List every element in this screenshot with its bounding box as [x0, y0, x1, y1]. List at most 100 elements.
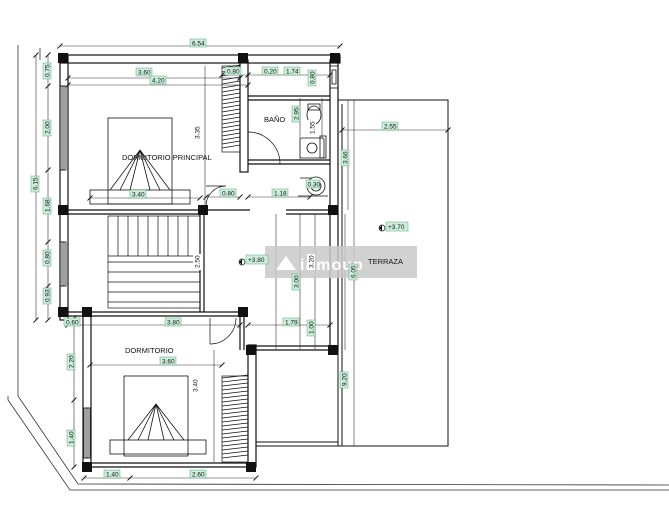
- hatch-line: [221, 390, 249, 395]
- dim-label-260-bottom: 2.60: [189, 469, 207, 479]
- hatch-line: [221, 454, 249, 459]
- wardrobe-master: [221, 65, 241, 153]
- svg-text:0.80: 0.80: [310, 71, 317, 84]
- dimension-tick: [81, 475, 87, 481]
- dim-label-335: 3.35: [193, 125, 202, 141]
- dim-label-340-bed2: 3.40: [191, 378, 200, 394]
- dim-label-200: 2.00: [42, 119, 52, 137]
- dim-label-220: 2.20: [66, 353, 76, 371]
- dimension-tick: [87, 362, 93, 368]
- svg-text:3.60: 3.60: [138, 70, 151, 77]
- hatch-line: [221, 418, 249, 423]
- hatch-line: [221, 394, 249, 399]
- hatch-line: [221, 104, 241, 109]
- dimension-tick: [327, 322, 333, 328]
- dimension-tick: [45, 167, 51, 173]
- site-boundary: [7, 45, 669, 491]
- hatch-line: [221, 430, 249, 435]
- dimension-tick: [245, 322, 251, 328]
- wardrobe-master-hatch: [221, 64, 241, 149]
- dim-label-174: 1.74: [283, 66, 301, 76]
- svg-text:9.20: 9.20: [342, 373, 349, 386]
- svg-text:3.80: 3.80: [167, 320, 180, 327]
- hatch-line: [221, 100, 241, 105]
- dim-label-100: 1.00: [306, 319, 316, 337]
- dimension-tick: [203, 194, 209, 200]
- dimension-tick: [57, 43, 63, 49]
- hatch-line: [221, 378, 249, 383]
- dimension-tick: [71, 397, 77, 403]
- room-label-master-bedroom: DORMITORIO PRINCIPAL: [122, 153, 212, 162]
- dim-label-360: 3.60: [135, 67, 153, 77]
- svg-text:4.20: 4.20: [152, 78, 165, 85]
- dimension-tick: [237, 75, 243, 81]
- dim-label-366: 3.66: [340, 149, 350, 167]
- level-label-terrace: +3.70: [385, 221, 409, 232]
- wardrobe-bedroom: [221, 375, 249, 463]
- dimension-tick: [33, 317, 39, 323]
- hatch-line: [221, 84, 241, 89]
- hatch-line: [221, 426, 249, 431]
- dimension-labels-vertical: 0.75 2.00 6.15 1.68 0.80 0.93 3.35 0.80 …: [30, 62, 358, 447]
- hatch-line: [221, 140, 241, 145]
- svg-text:1.00: 1.00: [309, 321, 316, 334]
- dimension-tick: [337, 43, 343, 49]
- level-label-hall: +3.80: [245, 254, 269, 265]
- svg-text:1.40: 1.40: [69, 431, 76, 444]
- svg-text:3.40: 3.40: [132, 192, 145, 199]
- hatch-line: [221, 382, 249, 387]
- dimension-tick: [445, 127, 451, 133]
- dimension-tick: [339, 127, 345, 133]
- svg-text:0.93: 0.93: [45, 289, 52, 302]
- svg-text:2.20: 2.20: [69, 355, 76, 368]
- hatch-line: [221, 108, 241, 113]
- level-marker-hall: [238, 258, 246, 266]
- dim-label-140-bottom: 1.40: [103, 469, 121, 479]
- dim-label-300: 3.00: [291, 273, 301, 291]
- svg-text:1.74: 1.74: [286, 69, 299, 76]
- dim-label-255: 2.55: [381, 121, 399, 131]
- hatch-line: [221, 398, 249, 403]
- hatch-line: [221, 374, 249, 379]
- svg-text:0.20: 0.20: [264, 69, 277, 76]
- svg-text:3.60: 3.60: [162, 359, 175, 366]
- svg-text:2.95: 2.95: [294, 107, 301, 120]
- dimension-tick: [45, 52, 51, 58]
- dimension-tick: [307, 194, 313, 200]
- dim-label-168: 1.68: [42, 197, 52, 215]
- svg-text:0.80: 0.80: [227, 69, 240, 76]
- hatch-line: [221, 386, 249, 391]
- dim-label-118: 1.18: [271, 188, 289, 198]
- svg-text:6.54: 6.54: [192, 41, 205, 48]
- dim-label-250: 2.50: [193, 254, 202, 270]
- svg-text:+3.70: +3.70: [388, 224, 405, 231]
- dimension-tick: [219, 72, 225, 78]
- windows: [59, 65, 339, 459]
- staircase: [107, 215, 201, 309]
- dimension-tick: [245, 82, 251, 88]
- svg-text:3.40: 3.40: [193, 379, 200, 392]
- dimension-tick: [197, 195, 203, 201]
- dim-label-top-total: 6.54: [189, 38, 207, 48]
- svg-text:+3.80: +3.80: [248, 257, 265, 264]
- room-label-terrace: TERRAZA: [368, 257, 403, 266]
- svg-text:1.68: 1.68: [45, 199, 52, 212]
- wardrobe-bedroom-hatch: [221, 374, 249, 459]
- svg-text:3.20: 3.20: [309, 255, 316, 268]
- svg-text:1.79: 1.79: [285, 320, 298, 327]
- dim-label-179: 1.79: [282, 317, 300, 327]
- hatch-line: [221, 442, 249, 447]
- svg-text:1.18: 1.18: [274, 191, 287, 198]
- columns: [58, 53, 340, 472]
- room-label-bedroom: DORMITORIO: [125, 346, 174, 355]
- svg-text:3.35: 3.35: [195, 126, 202, 139]
- hatch-line: [221, 124, 241, 129]
- svg-text:3.66: 3.66: [343, 151, 350, 164]
- svg-text:0.80: 0.80: [45, 251, 52, 264]
- hatch-line: [221, 116, 241, 121]
- hatch-line: [221, 96, 241, 101]
- hatch-line: [221, 132, 241, 137]
- svg-text:2.00: 2.00: [45, 121, 52, 134]
- svg-text:3.00: 3.00: [294, 275, 301, 288]
